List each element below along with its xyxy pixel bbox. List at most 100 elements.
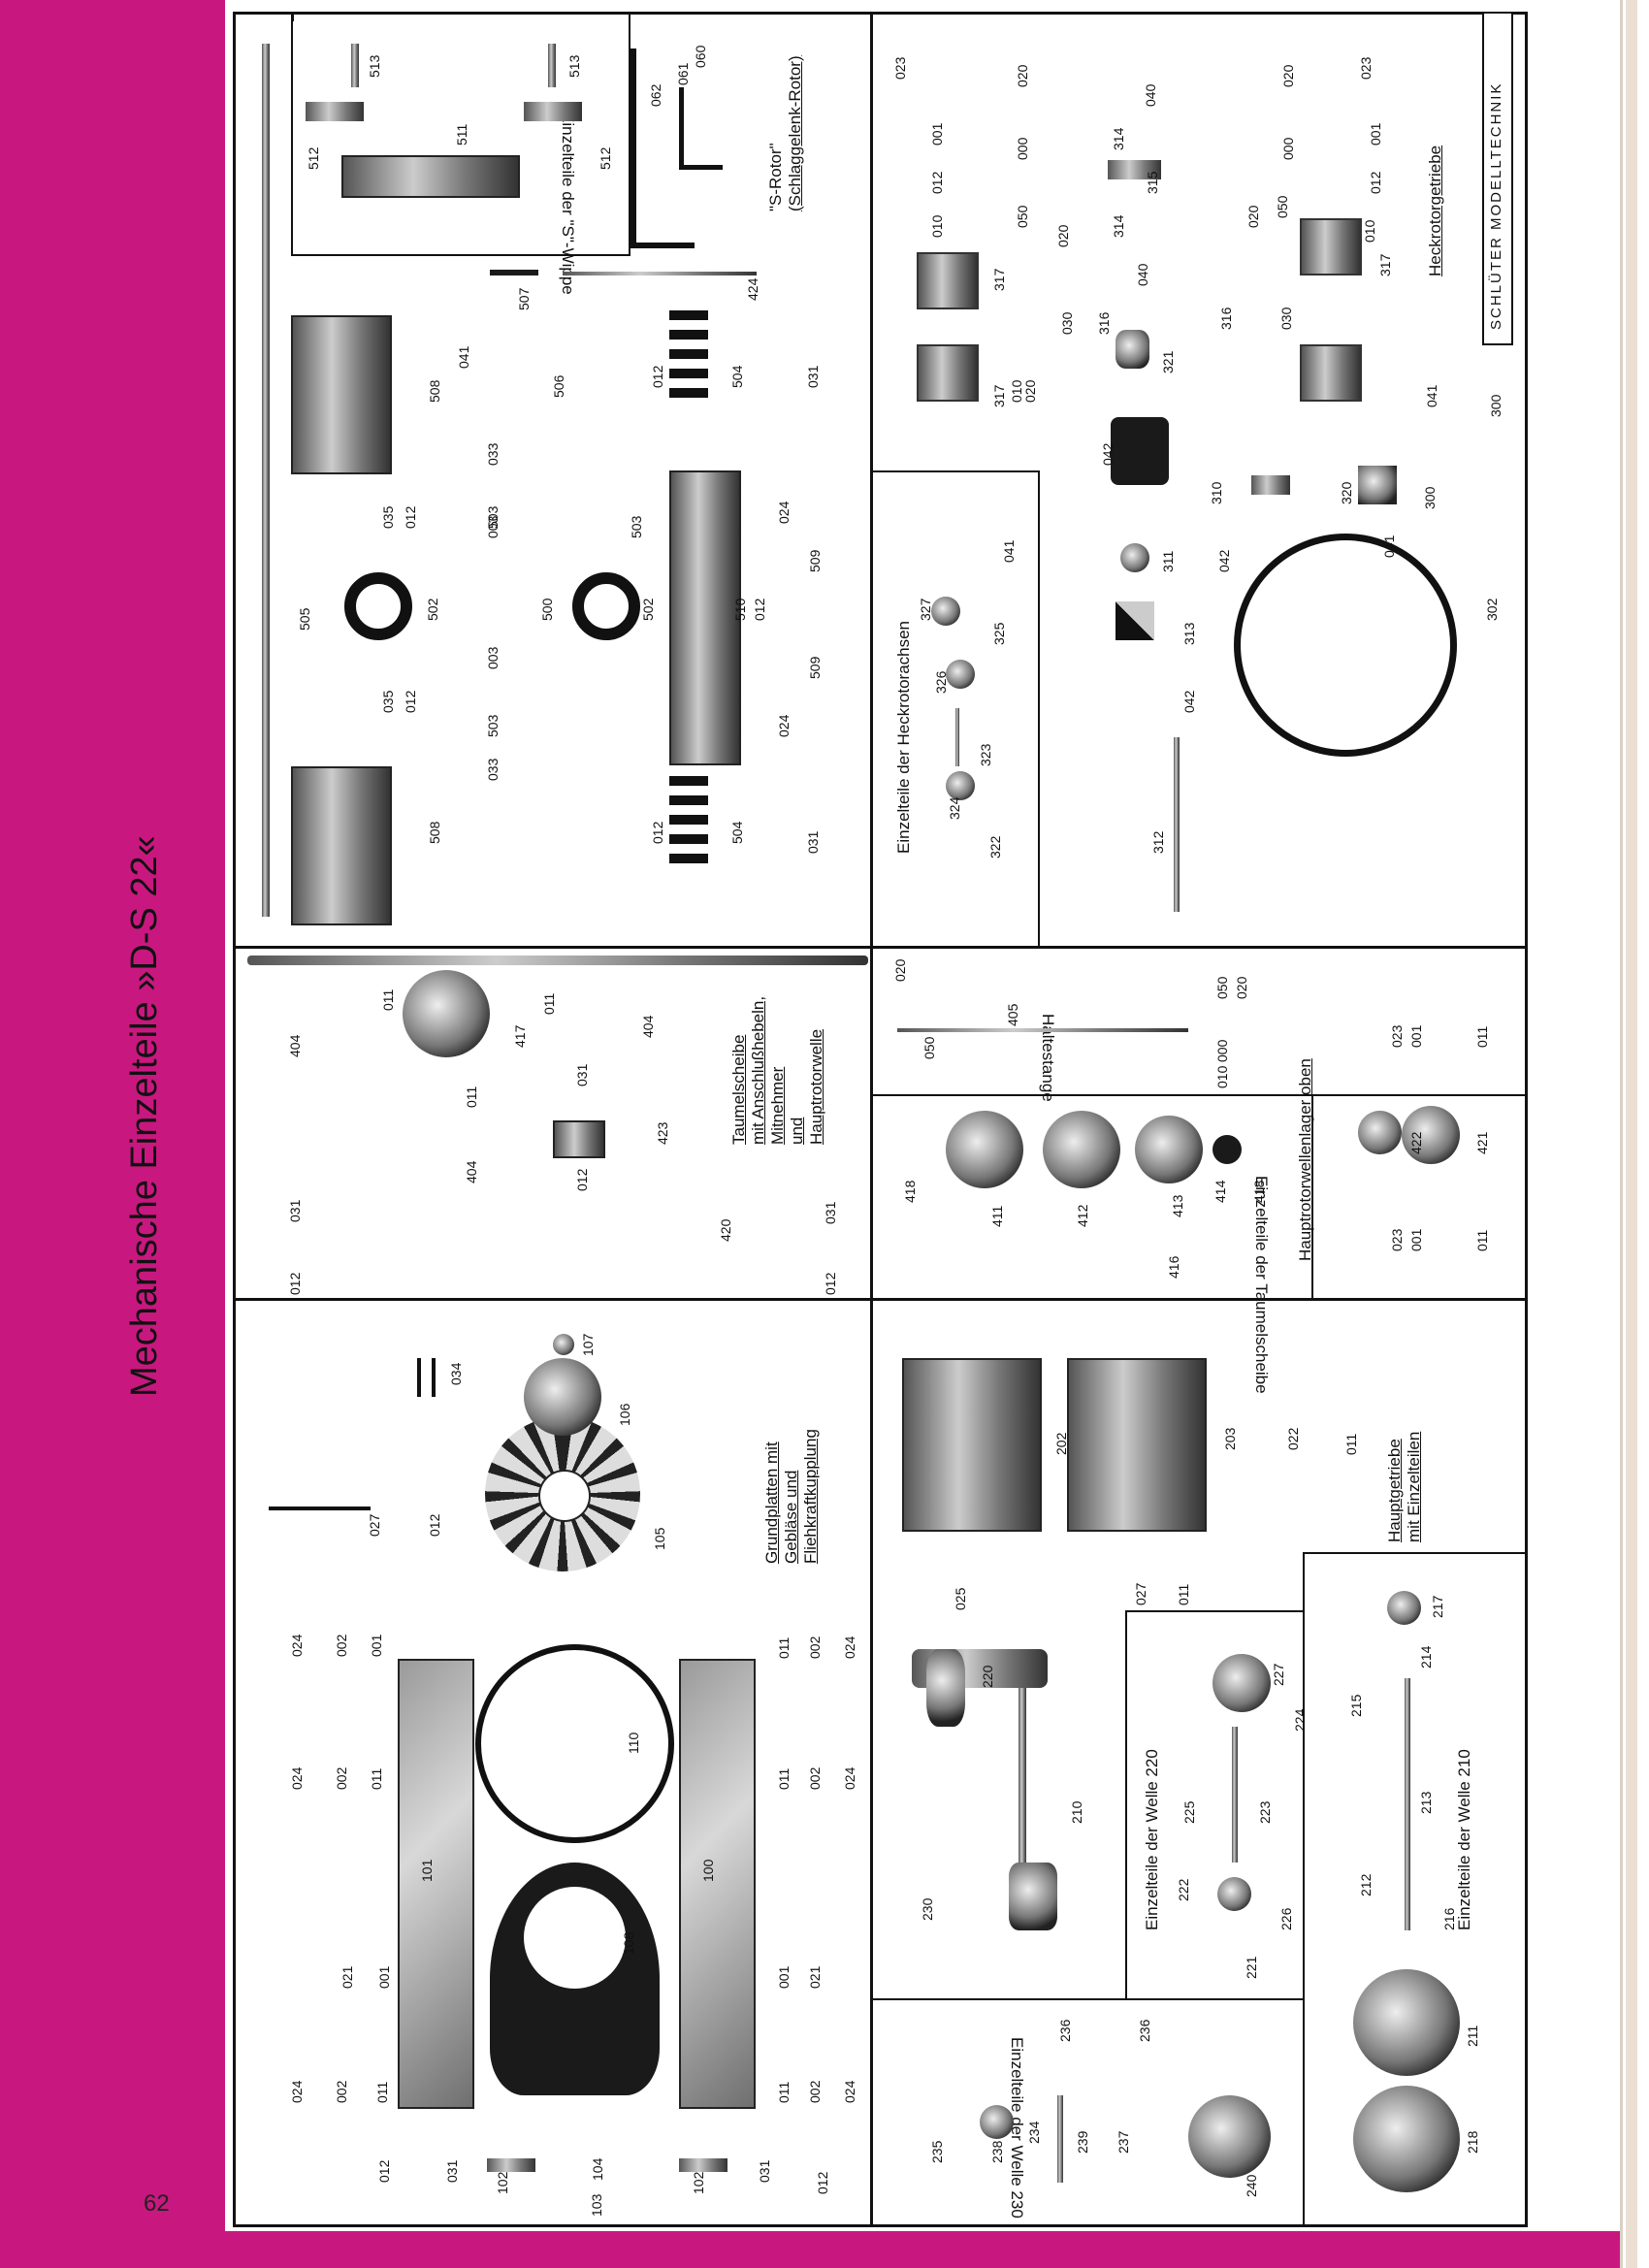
hex-key-061 [679,87,723,170]
label-012: 012 [376,2159,392,2183]
label-012c: 012 [815,2171,830,2194]
label-002c: 002 [334,1634,349,1657]
label-101: 101 [419,1859,435,1882]
label-411: 411 [989,1205,1005,1227]
label-503b: 503 [485,714,501,737]
label-202: 202 [1053,1432,1069,1455]
label-302: 302 [1484,598,1500,621]
label-424: 424 [745,277,760,301]
tail-hub-317d [1300,218,1362,275]
label-012g: 012 [403,690,418,713]
ring-110 [475,1644,674,1843]
label-322: 322 [987,835,1003,859]
label-011: 011 [374,2081,390,2103]
page-edge-shadow [1626,0,1637,2268]
label-024f: 024 [842,1766,857,1790]
label-001: 001 [376,1965,392,1989]
fan-105-hub [538,1470,591,1522]
label-050d: 050 [1214,976,1230,999]
label-314a: 314 [1111,127,1126,150]
label-023c: 023 [1389,1024,1405,1048]
label-020e: 020 [1022,379,1038,403]
screw-034-a [417,1358,421,1397]
label-106: 106 [617,1403,632,1426]
caption-haltestange: Haltestange [1039,1014,1057,1102]
blade-holder-508a [291,766,392,925]
divider-welle210-top [1303,1552,1528,1554]
label-414: 414 [1212,1180,1228,1203]
label-031: 031 [444,2159,460,2183]
label-316a: 316 [1096,311,1112,335]
label-062: 062 [648,83,663,107]
label-421: 421 [1474,1131,1490,1154]
divider-heckrotorachsen-top [870,470,1040,472]
label-312: 312 [1150,830,1166,854]
label-012j: 012 [650,821,665,844]
brand-box [1482,12,1513,345]
divider-right-upper [870,946,1528,949]
label-102b: 102 [691,2171,706,2194]
label-027b: 027 [1133,1582,1148,1605]
label-315: 315 [1145,171,1160,194]
crank-507 [490,270,538,275]
base-plate-100 [679,1659,756,2109]
caption-welle220: Einzelteile der Welle 220 [1143,1749,1161,1930]
label-030a: 030 [1059,311,1075,335]
label-002d: 002 [807,1636,823,1659]
label-001c: 001 [369,1634,384,1657]
screw-027-b [283,1507,371,1510]
label-024b: 024 [289,1766,305,1790]
label-040b: 040 [1135,263,1150,286]
hub-502 [669,470,741,765]
label-511: 511 [454,123,469,146]
label-405: 405 [1005,1003,1020,1026]
label-061: 061 [675,62,691,85]
hex-key-062 [630,49,695,248]
label-021b: 021 [807,1965,823,1989]
shaft-323 [955,708,959,766]
label-104: 104 [590,2157,605,2181]
label-300b: 300 [1422,486,1438,509]
label-001f: 001 [1368,122,1383,146]
label-027: 027 [367,1513,382,1537]
shaft-213 [1405,1678,1410,1930]
label-011f: 011 [380,988,396,1011]
label-001g: 001 [1408,1024,1424,1048]
caption-heckrotorgetriebe: Heckrotorgetriebe [1426,145,1444,276]
wippe-box-right [629,12,630,256]
label-020g: 020 [1234,976,1249,999]
label-040a: 040 [1143,83,1158,107]
label-000b: 000 [1280,137,1296,160]
label-215: 215 [1348,1694,1364,1717]
divider-vertical-main [870,12,873,2227]
label-001h: 001 [1408,1228,1424,1251]
label-020b: 020 [1055,224,1071,247]
gear-217 [1387,1591,1421,1625]
tail-drive-cable-302 [1234,534,1457,757]
label-023b: 023 [1358,56,1374,80]
label-211: 211 [1465,2025,1480,2047]
bearing-311 [1120,543,1149,572]
caption-einz-taumelscheibe: Einzelteile der Taumelscheibe [1252,1176,1271,1394]
caption-hauptrotorwellenlager: Hauptrotorwellenlager oben [1296,1058,1314,1261]
seesaw-511 [341,155,520,198]
label-024h: 024 [776,714,792,737]
label-012l: 012 [929,171,945,194]
label-210: 210 [1069,1800,1084,1824]
label-011i: 011 [1474,1025,1490,1048]
label-031e: 031 [823,1201,838,1224]
shaft-210-flange [1009,1863,1057,1930]
label-504a: 504 [729,821,745,844]
shaft-210 [1018,1688,1026,1921]
label-230: 230 [920,1897,935,1921]
label-031g: 031 [805,365,821,388]
label-323: 323 [978,743,993,766]
label-320: 320 [1339,481,1354,504]
rod-424 [563,272,757,275]
label-023d: 023 [1389,1228,1405,1251]
wippe-box-top [291,12,630,14]
label-024c: 024 [289,1634,305,1657]
caption-heckrotorachsen: Einzelteile der Heckrotorachsen [894,620,913,854]
gear-case-202a [902,1358,1042,1532]
label-000a: 000 [1015,137,1030,160]
